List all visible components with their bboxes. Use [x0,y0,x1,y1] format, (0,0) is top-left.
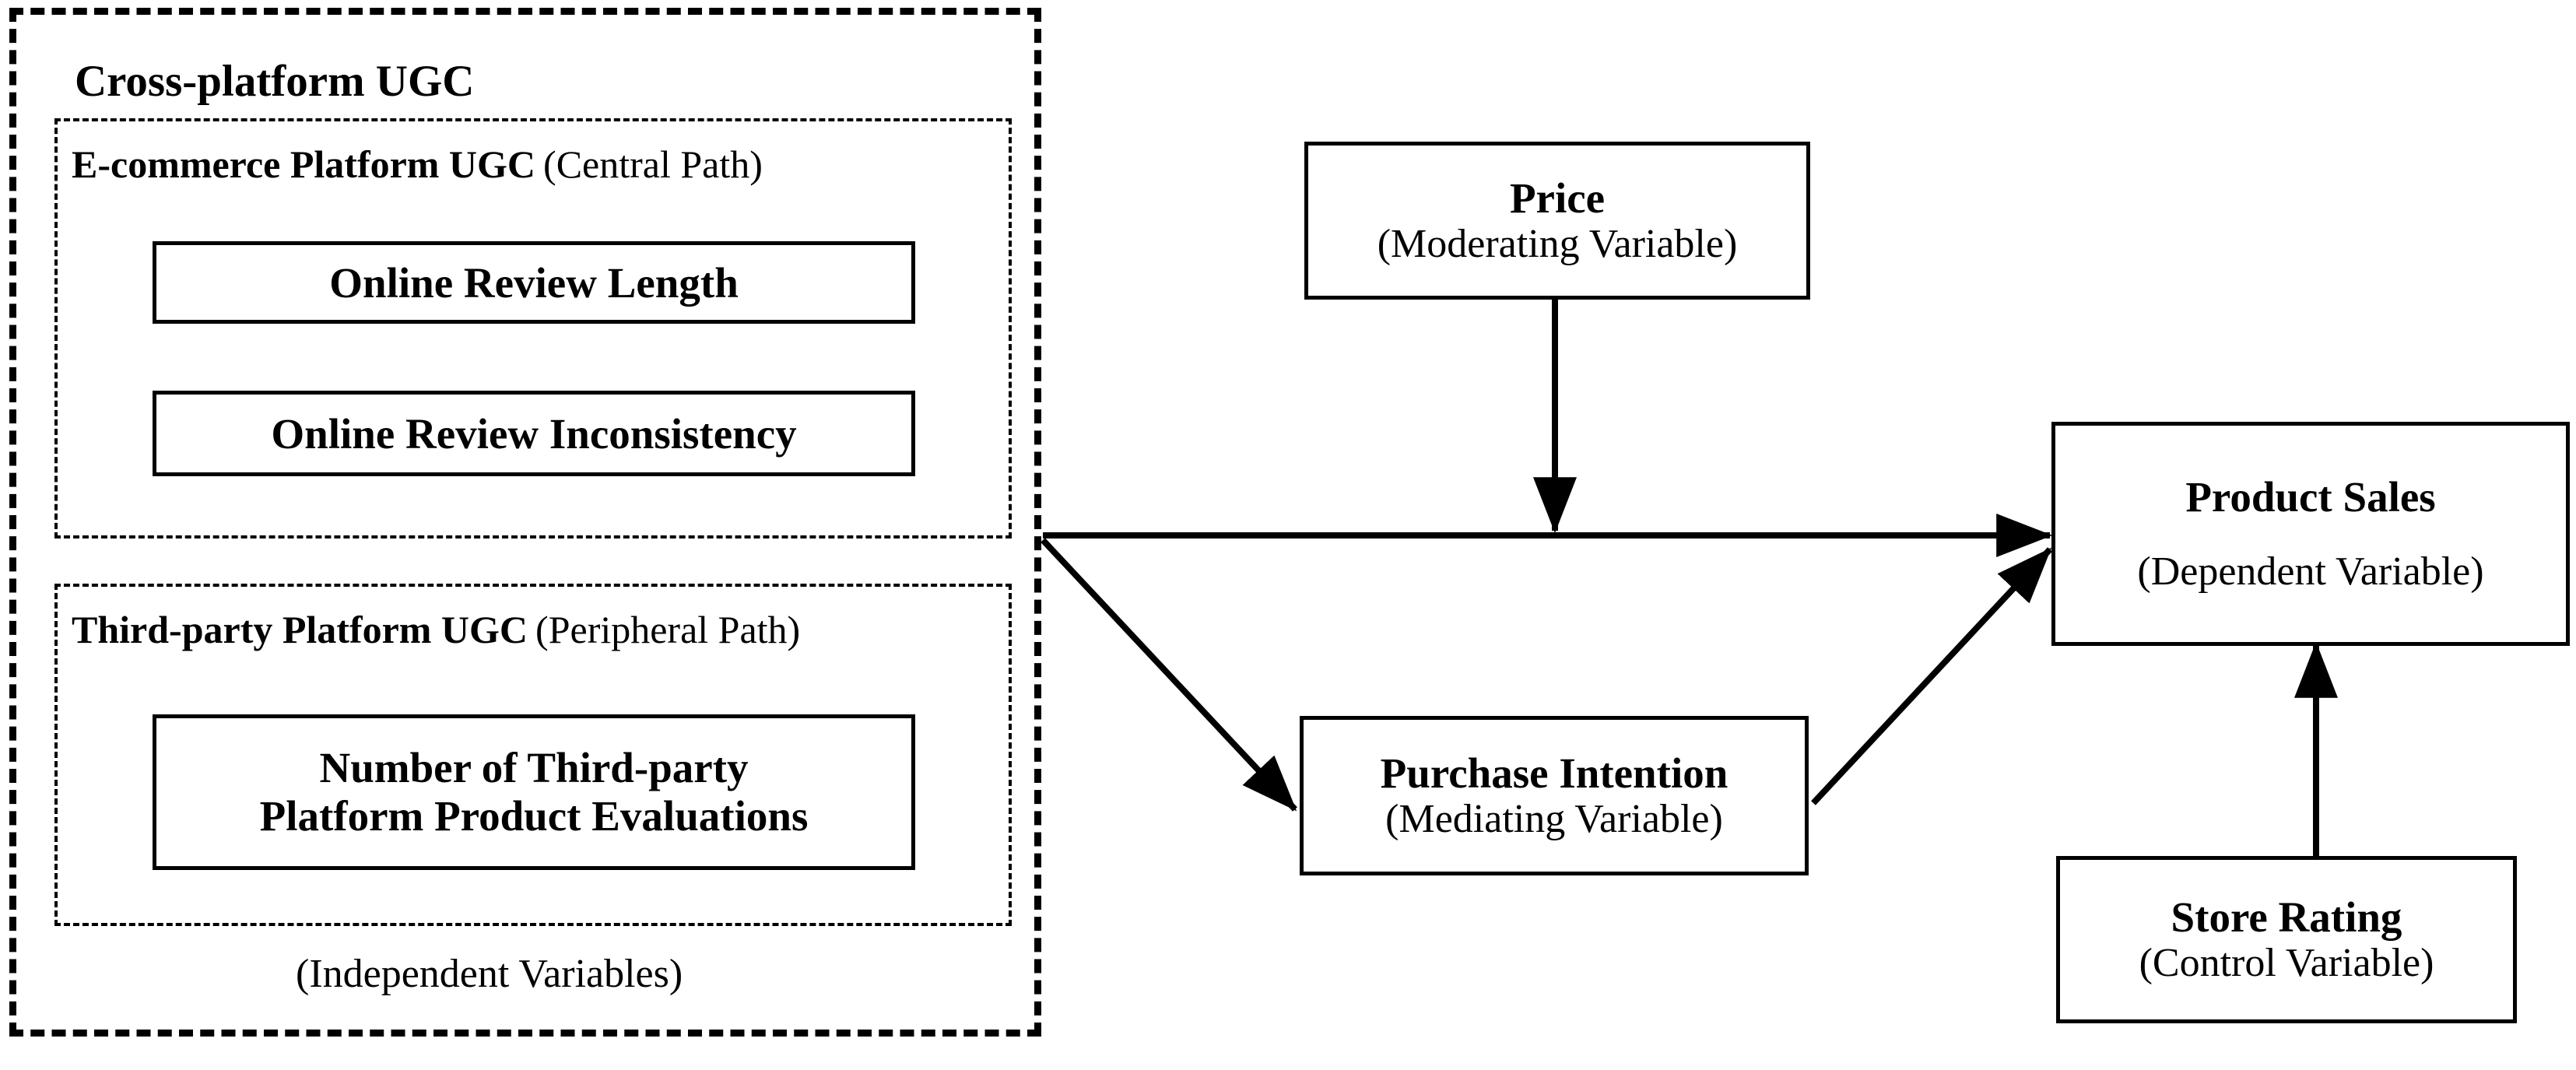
variable-box-online-review-length[interactable]: Online Review Length [153,241,915,324]
node-product-sales[interactable]: Product Sales (Dependent Variable) [2051,422,2570,646]
node-store-rating[interactable]: Store Rating (Control Variable) [2056,856,2517,1023]
variable-box-online-review-inconsistency[interactable]: Online Review Inconsistency [153,391,915,476]
cross-platform-ugc-container [9,8,1041,1037]
third-party-platform-ugc-section [54,584,1012,926]
node-subtitle: (Moderating Variable) [1377,222,1738,267]
node-title: Product Sales [2185,473,2436,521]
ecommerce-platform-ugc-path: (Central Path) [543,142,763,186]
node-title: Price [1509,174,1606,222]
variable-label: Online Review Length [329,258,739,307]
node-price[interactable]: Price (Moderating Variable) [1304,142,1810,300]
ecommerce-platform-ugc-label: E-commerce Platform UGC [72,142,536,186]
variable-label-line2: Platform Product Evaluations [259,792,809,840]
third-party-platform-ugc-heading: Third-party Platform UGC(Peripheral Path… [72,607,800,652]
third-party-platform-ugc-path: (Peripheral Path) [535,608,801,651]
node-subtitle: (Dependent Variable) [2137,549,2484,594]
ecommerce-platform-ugc-heading: E-commerce Platform UGC(Central Path) [72,142,763,187]
variable-label-line1: Number of Third-party [319,744,749,792]
variable-label: Online Review Inconsistency [271,409,797,458]
third-party-platform-ugc-label: Third-party Platform UGC [72,608,528,651]
arrow-ugc-to-purchase-intention [1041,538,1297,812]
arrow-purchase-intention-to-product-sales [1811,547,2052,805]
variable-box-third-party-evaluations[interactable]: Number of Third-party Platform Product E… [153,714,915,870]
cross-platform-ugc-title: Cross-platform UGC [75,57,475,106]
ecommerce-platform-ugc-section [54,118,1012,539]
node-purchase-intention[interactable]: Purchase Intention (Mediating Variable) [1300,716,1809,875]
node-title: Purchase Intention [1380,749,1728,797]
independent-variables-caption: (Independent Variables) [296,952,683,996]
node-subtitle: (Mediating Variable) [1385,797,1723,842]
node-title: Store Rating [2171,893,2402,941]
node-subtitle: (Control Variable) [2139,941,2434,986]
